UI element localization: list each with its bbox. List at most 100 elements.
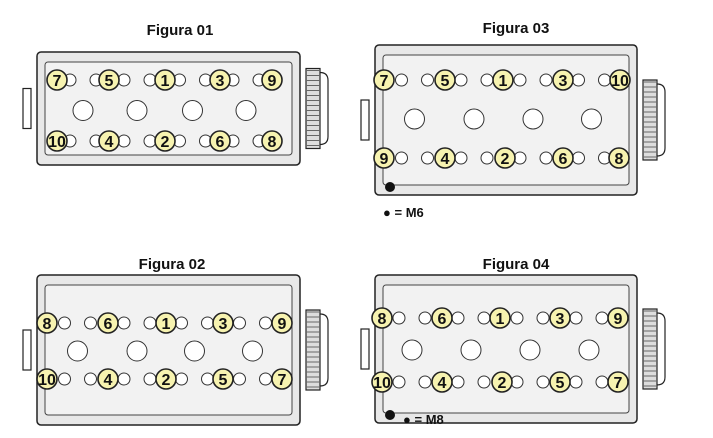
bolt-marker: 3: [209, 69, 231, 91]
gear-hub: [656, 83, 666, 157]
valve-seat: [233, 316, 246, 330]
valve-seat: [201, 372, 214, 386]
valve-seat: [421, 73, 434, 87]
bolt-sequence-number: 6: [559, 151, 568, 168]
valve-seat: [175, 372, 188, 386]
bolt-marker-circle: [212, 312, 234, 334]
bolt-marker: 8: [261, 130, 283, 152]
cam-gear: [642, 308, 658, 390]
bolt-sequence-number: 9: [278, 316, 287, 333]
spark-plug-bore: [67, 340, 88, 362]
bolt-marker: 5: [98, 69, 120, 91]
bolt-marker-circle: [491, 371, 513, 393]
bolt-marker-circle: [609, 69, 631, 91]
bolt-marker: 10: [371, 371, 393, 393]
bolt-marker-circle: [46, 130, 68, 152]
bolt-marker-circle: [154, 130, 176, 152]
spark-plug-bore: [401, 339, 423, 361]
bolt-marker: 10: [36, 368, 58, 390]
spark-plug-bore: [242, 340, 263, 362]
bolt-marker: 5: [212, 368, 234, 390]
bolt-sequence-number: 3: [559, 73, 568, 90]
valve-seat: [58, 372, 71, 386]
legend-m8: ● = M8: [403, 412, 444, 427]
bolt-dot-icon: ●: [403, 412, 411, 427]
valve-seat: [536, 375, 550, 389]
legend-m6: ● = M6: [383, 205, 424, 220]
valve-seat: [143, 134, 157, 148]
valve-seat: [117, 372, 131, 386]
bolt-marker: 7: [373, 69, 395, 91]
spark-plug-bore: [581, 108, 602, 130]
valve-seat: [143, 372, 157, 386]
bolt-marker-circle: [489, 307, 511, 329]
auxiliary-bolt-dot: [385, 182, 395, 192]
bolt-sequence-number: 1: [162, 316, 171, 333]
spark-plug-bore: [463, 108, 485, 130]
bolt-sequence-number: 5: [105, 73, 114, 90]
bolt-marker: 7: [46, 69, 68, 91]
figure-04-title: Figura 04: [482, 256, 550, 273]
bolt-sequence-number: 2: [162, 372, 171, 389]
bolt-marker: 1: [154, 69, 176, 91]
bolt-marker: 2: [154, 130, 176, 152]
bolt-marker: 4: [431, 371, 453, 393]
spark-plug-bore: [522, 108, 544, 130]
valve-seat: [84, 316, 97, 330]
bolt-marker: 7: [271, 368, 293, 390]
valve-seat: [259, 372, 272, 386]
spark-plug-bore: [404, 108, 425, 130]
figure-01-title: Figura 01: [146, 22, 214, 39]
bolt-marker: 1: [492, 69, 514, 91]
valve-seat: [233, 372, 246, 386]
valve-seat: [572, 73, 585, 87]
valve-seat: [539, 73, 553, 87]
bolt-marker-circle: [271, 312, 293, 334]
bolt-marker: 5: [549, 371, 571, 393]
left-stub: [360, 99, 370, 141]
gear-hub: [319, 313, 329, 387]
valve-seat: [569, 375, 583, 389]
bolt-marker-circle: [98, 130, 120, 152]
bolt-sequence-number: 4: [441, 151, 450, 168]
legend-m8-text: = M8: [414, 412, 444, 427]
bolt-marker-circle: [373, 69, 395, 91]
bolt-marker: 3: [212, 312, 234, 334]
bolt-marker-circle: [371, 307, 393, 329]
valve-seat: [513, 73, 527, 87]
valve-seat: [395, 73, 408, 87]
bolt-marker-circle: [431, 371, 453, 393]
bolt-sequence-number: 1: [499, 73, 508, 90]
bolt-sequence-number: 4: [438, 375, 447, 392]
cam-gear: [305, 67, 321, 150]
valve-seat: [395, 151, 408, 165]
bolt-sequence-number: 5: [556, 375, 565, 392]
bolt-sequence-number: 8: [615, 151, 624, 168]
bolt-sequence-number: 6: [438, 311, 447, 328]
bolt-sequence-number: 10: [611, 73, 629, 90]
bolt-sequence-number: 1: [161, 73, 170, 90]
bolt-sequence-number: 4: [105, 134, 114, 151]
spark-plug-bore: [72, 100, 94, 121]
bolt-marker-circle: [549, 371, 571, 393]
spark-plug-bore: [519, 339, 541, 361]
bolt-marker: 3: [549, 307, 571, 329]
bolt-sequence-number: 3: [216, 73, 225, 90]
valve-seat: [84, 372, 97, 386]
valve-seat: [480, 73, 494, 87]
bolt-marker-circle: [371, 371, 393, 393]
bolt-marker-circle: [261, 69, 283, 91]
spark-plug-bore: [184, 340, 205, 362]
bolt-marker-circle: [261, 130, 283, 152]
bolt-sequence-number: 9: [268, 73, 277, 90]
spark-plug-bore: [182, 100, 203, 121]
bolt-sequence-number: 4: [104, 372, 113, 389]
valve-seat: [421, 151, 434, 165]
valve-seat: [510, 311, 524, 325]
valve-seat: [539, 151, 553, 165]
bolt-marker: 4: [97, 368, 119, 390]
bolt-marker: 8: [36, 312, 58, 334]
bolt-marker-circle: [434, 147, 456, 169]
